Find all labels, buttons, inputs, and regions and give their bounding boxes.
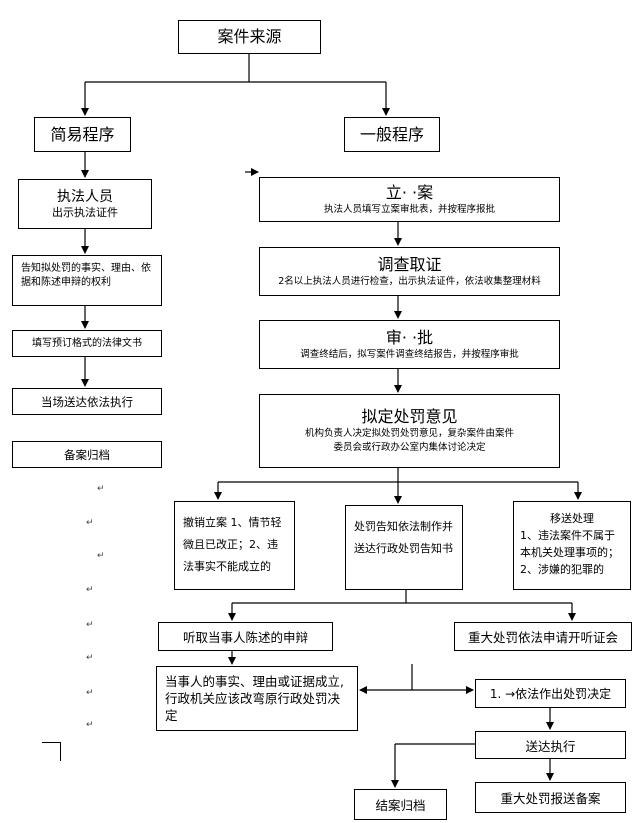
major-penalty-report-box: 重大处罚报送备案 [475,782,626,813]
return-mark: ↵ [86,585,94,595]
simple-step-officer: 执法人员 出示执法证件 [18,179,152,229]
decision-revise-text: 当事人的事实、理由或证据成立,行政机关应该改弯原行政处罚决定 [165,674,344,723]
simple-step-fill-docs: 填写预订格式的法律文书 [12,330,162,357]
simple-step-archive: 备案归档 [12,441,162,468]
major-penalty-report-text: 重大处罚报送备案 [500,791,601,806]
simple-step-officer-sub: 出示执法证件 [52,206,118,219]
hearing-statement-text: 听取当事人陈述的申辩 [182,630,308,645]
hearing-apply-box: 重大处罚依法申请开听证会 [454,622,632,651]
case-archive-box: 结案归档 [354,789,447,820]
simple-step-inform-text: 告知拟处罚的事实、理由、依据和陈述申辩的权利 [21,263,151,288]
deliver-execute-box: 送达执行 [475,731,626,759]
simple-step-officer-title: 执法人员 [57,189,113,205]
return-mark: ↵ [86,620,94,630]
general-step-filing-title: 立· ·案 [385,182,434,202]
simple-step-inform: 告知拟处罚的事实、理由、依据和陈述申辩的权利 [12,255,162,306]
hearing-statement-box: 听取当事人陈述的申辩 [158,622,333,651]
general-step-investigation-title: 调查取证 [377,254,442,274]
general-step-approval-sub: 调查终结后，拟写案件调查终结报告，并按程序审批 [300,348,519,360]
return-mark: ↵ [86,720,94,730]
simple-procedure-box: 简易程序 [34,117,131,152]
return-mark: ↵ [86,653,94,663]
general-step-penalty-opinion-title: 拟定处罚意见 [361,407,458,426]
simple-step-fill-docs-text: 填写预订格式的法律文书 [32,337,142,349]
branch-penalty-notice: 处罚告知依法制作并送达行政处罚告知书 [345,505,463,590]
return-mark: ↵ [97,551,105,561]
case-source-title: 案件来源 [217,27,282,46]
hearing-apply-text: 重大处罚依法申请开听证会 [467,630,618,645]
general-procedure-box: 一般程序 [344,117,440,152]
simple-procedure-title: 简易程序 [50,124,115,144]
decision-make-text: 1. →依法作出处罚决定 [489,687,612,701]
decision-make-box: 1. →依法作出处罚决定 [475,679,626,708]
branch-transfer: 移送处理 1、违法案件不属于本机关处理事项的；2、涉嫌的犯罪的 [513,501,631,590]
case-archive-text: 结案归档 [375,798,426,813]
branch-penalty-notice-text: 处罚告知依法制作并送达行政处罚告知书 [354,520,453,555]
simple-step-archive-text: 备案归档 [64,447,110,462]
branch-transfer-title: 移送处理 [550,512,594,525]
simple-step-execute-text: 当场送达依法执行 [41,394,133,409]
general-step-filing: 立· ·案 执法人员填写立案审批表，并按程序报批 [259,177,560,222]
return-mark: ↵ [97,484,105,494]
return-mark: ↵ [86,518,94,528]
general-step-investigation: 调查取证 2名以上执法人员进行检查，出示执法证件，依法收集整理材料 [259,247,560,296]
simple-step-execute: 当场送达依法执行 [12,388,162,415]
general-step-approval: 审· ·批 调查终结后，拟写案件调查终结报告，并按程序审批 [259,320,560,369]
general-step-penalty-opinion: 拟定处罚意见 机构负责人决定拟处罚处罚意见，复杂案件由案件 委员会或行政办公室内… [259,394,560,468]
branch-revoke-filing: 撤销立案 1、情节轻微且已改正；2、违法事实不能成立的 [174,501,295,590]
general-procedure-title: 一般程序 [359,124,424,144]
branch-transfer-body: 1、违法案件不属于本机关处理事项的；2、涉嫌的犯罪的 [520,529,619,576]
general-step-filing-sub: 执法人员填写立案审批表，并按程序报批 [323,203,495,215]
return-mark: ↵ [86,688,94,698]
general-step-approval-title: 审· ·批 [385,327,434,347]
general-step-penalty-opinion-sub1: 机构负责人决定拟处罚处罚意见，复杂案件由案件 [304,428,514,439]
general-step-investigation-sub: 2名以上执法人员进行检查，出示执法证件，依法收集整理材料 [278,275,541,287]
deliver-execute-text: 送达执行 [525,738,576,754]
general-step-penalty-opinion-sub2: 委员会或行政办公室内集体讨论决定 [333,442,486,453]
page-corner-mark [42,742,61,761]
case-source-box: 案件来源 [178,20,321,54]
decision-revise-box: 当事人的事实、理由或证据成立,行政机关应该改弯原行政处罚决定 [156,666,358,731]
branch-revoke-filing-text: 撤销立案 1、情节轻微且已改正；2、违法事实不能成立的 [183,516,282,573]
